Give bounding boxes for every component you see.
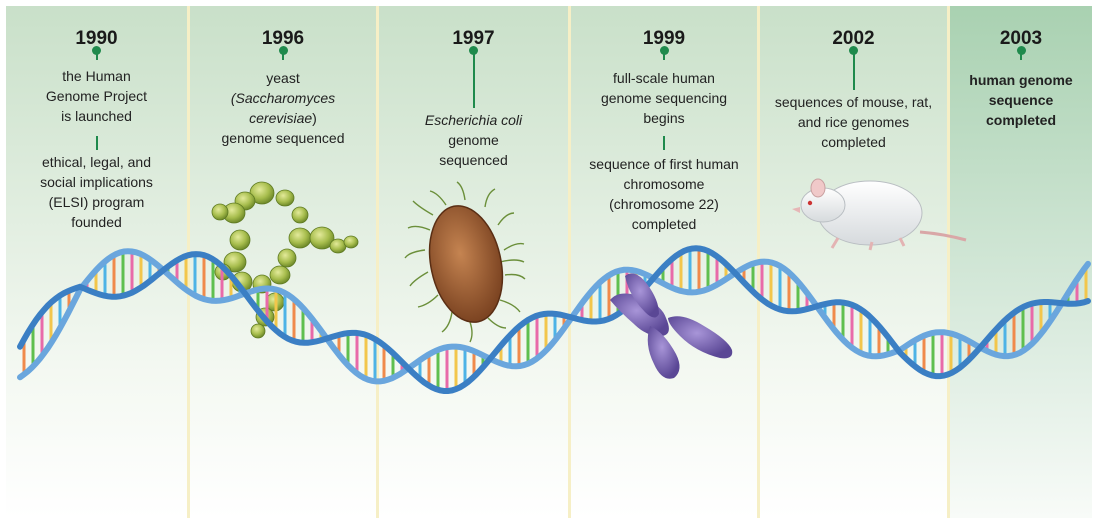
e-coli-illustration xyxy=(405,182,525,342)
dna-helix-illustration xyxy=(20,248,1088,391)
rat-illustration xyxy=(792,179,966,250)
